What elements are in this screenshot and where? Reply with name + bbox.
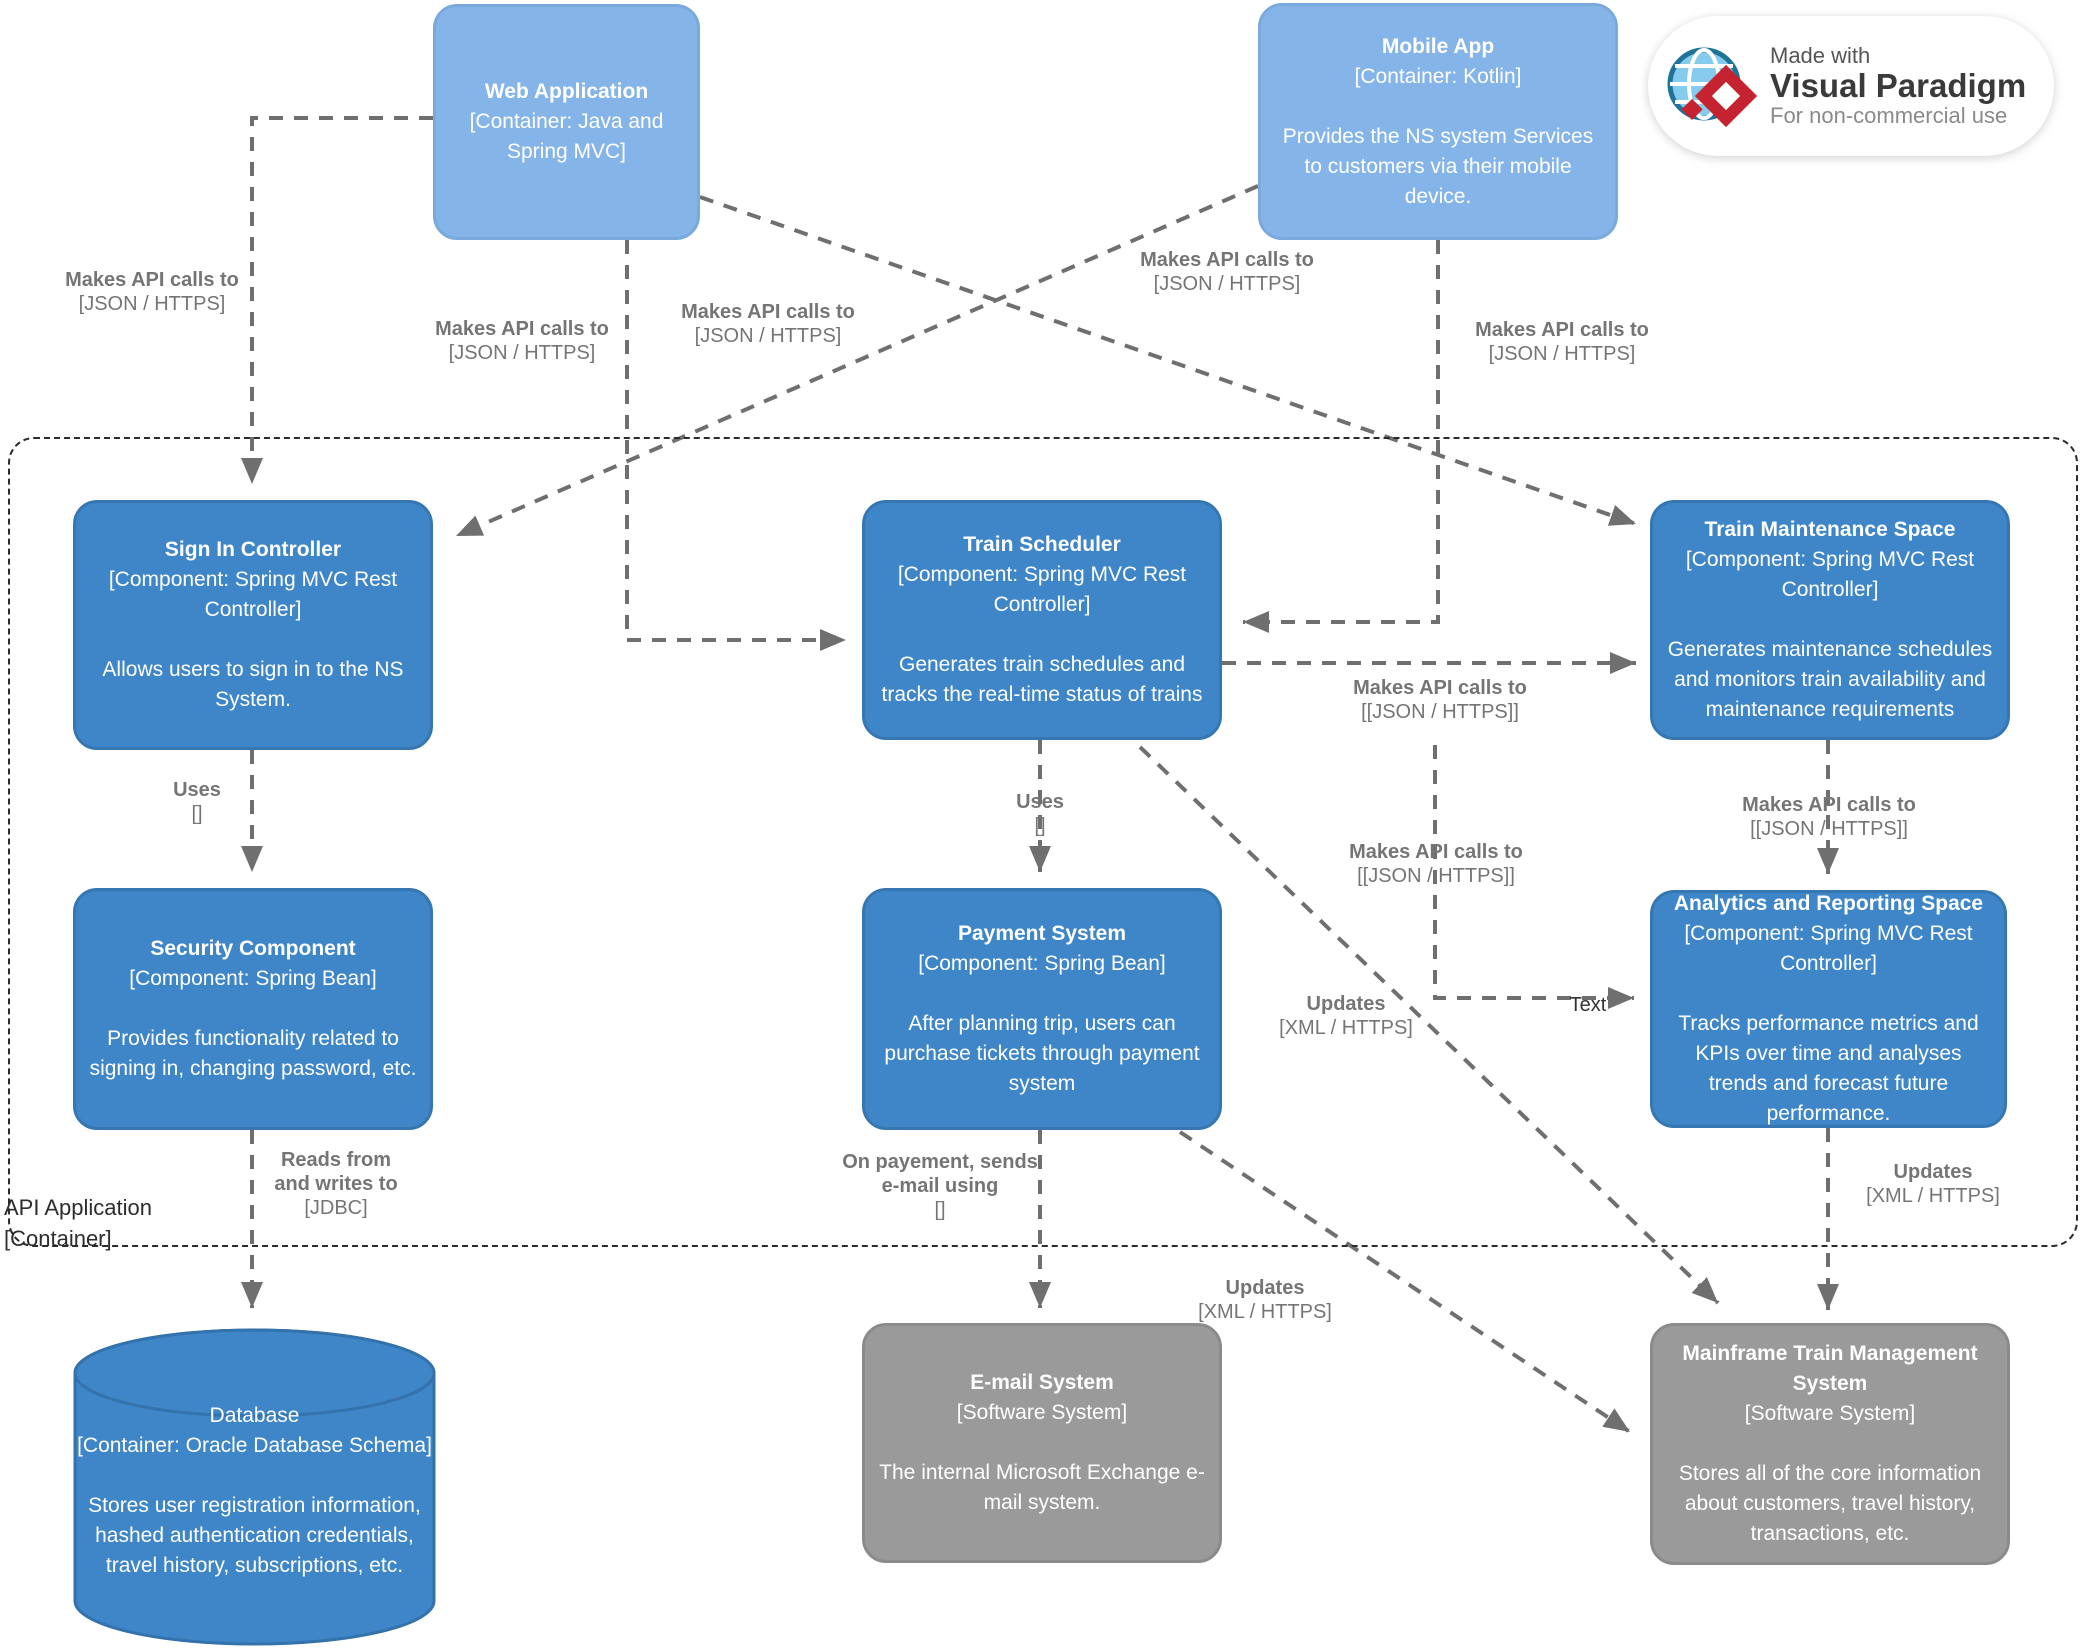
node-security-component-desc: Provides functionality related to signin… [89,1027,417,1080]
node-mainframe-train-management-title: Mainframe Train Management System [1682,1342,1978,1395]
edge-mobile-app-to-sign-in-controller [455,184,1259,538]
node-mobile-app-sub: [Container: Kotlin] [1354,64,1522,88]
node-analytics-reporting-space-desc: Tracks performance metrics and KPIs over… [1678,1012,1979,1125]
node-analytics-reporting-space-sub: [Component: Spring MVC Rest Controller] [1684,922,1973,975]
edge-label-analytics-reporting-space-to-mainframe-train-management: Updates[XML / HTTPS] [1866,1161,2000,1207]
node-analytics-reporting-space[interactable]: Analytics and Reporting Space [Component:… [1650,890,2007,1128]
boundary-type: [Container] [4,1226,112,1251]
node-train-maintenance-space-desc: Generates maintenance schedules and moni… [1667,638,1993,721]
boundary-name: API Application [4,1195,152,1220]
edge-mobile-app-to-train-scheduler [1243,240,1440,633]
node-email-system-title: E-mail System [970,1371,1114,1394]
node-email-system[interactable]: E-mail System [Software System] The intern… [862,1323,1222,1563]
node-train-scheduler-desc: Generates train schedules and tracks the… [881,653,1203,706]
edge-label-payment-system-to-mainframe-train-management: Updates[XML / HTTPS] [1198,1277,1332,1323]
edge-web-app-to-train-scheduler [625,240,846,651]
edge-web-app-to-train-maintenance-space [699,195,1637,526]
node-payment-system[interactable]: Payment System [Component: Spring Bean] Af… [862,888,1222,1130]
visual-paradigm-badge[interactable]: Made with Visual Paradigm For non-commer… [1648,16,2054,156]
node-train-maintenance-space[interactable]: Train Maintenance Space [Component: Sprin… [1650,500,2010,740]
node-database-desc: Stores user registration information, ha… [88,1494,421,1577]
node-web-app[interactable]: Web Application [Container: Java and Spri… [433,4,700,240]
edge-label-train-scheduler-to-mainframe-train-management: Updates[XML / HTTPS] [1279,993,1413,1039]
edge-train-scheduler-to-mainframe-train-management [1138,745,1720,1305]
edge-train-scheduler-to-analytics-reporting-space [1433,745,1634,1009]
edge-label-train-scheduler-to-analytics-reporting-space: Makes API calls to[[JSON / HTTPS]] [1349,841,1523,887]
node-train-scheduler-sub: [Component: Spring MVC Rest Controller] [897,563,1187,616]
node-train-scheduler-title: Train Scheduler [963,533,1121,556]
node-analytics-reporting-space-title: Analytics and Reporting Space [1673,892,1984,915]
badge-made-with: Made with [1770,43,1871,68]
node-mobile-app-desc: Provides the NS system Services to custo… [1282,124,1594,208]
node-mobile-app[interactable]: Mobile App [Container: Kotlin] Provides th… [1258,3,1618,240]
node-database-sub: [Container: Oracle Database Schema] [77,1434,432,1457]
node-mainframe-train-management[interactable]: Mainframe Train Management System [Softwa… [1650,1323,2010,1565]
node-web-app-title: Web Application [484,80,649,103]
node-security-component-title: Security Component [150,937,356,960]
edge-label-web-app-to-train-maintenance-space: Makes API calls to[JSON / HTTPS] [1140,249,1314,295]
visual-paradigm-logo-icon [1667,47,1758,128]
node-database-title: Database [209,1404,300,1427]
node-email-system-sub: [Software System] [956,1401,1128,1424]
node-mainframe-train-management-desc: Stores all of the core information about… [1678,1462,1982,1545]
edge-label-train-scheduler-to-train-maintenance-space: Makes API calls to[[JSON / HTTPS]] [1353,677,1527,723]
node-security-component[interactable]: Security Component [Component: Spring Bea… [73,888,433,1130]
node-payment-system-desc: After planning trip, users can purchase … [884,1012,1200,1095]
database-cylinder-shape [73,1328,436,1646]
node-train-maintenance-space-sub: [Component: Spring MVC Rest Controller] [1685,548,1975,601]
badge-brand: Visual Paradigm [1770,67,2027,104]
badge-note: For non-commercial use [1770,103,2008,128]
annotation-text: Text [1569,994,1607,1016]
node-web-app-sub: [Container: Java and Spring MVC] [469,110,664,163]
node-sign-in-controller[interactable]: Sign In Controller [Component: Spring MVC… [73,500,433,750]
node-database[interactable]: Database [Container: Oracle Database Sche… [72,1327,437,1648]
edge-web-app-to-sign-in-controller [241,116,433,484]
node-payment-system-title: Payment System [957,922,1127,945]
edge-payment-system-to-mainframe-train-management [1178,1130,1632,1434]
edge-label-mobile-app-to-train-scheduler: Makes API calls to[JSON / HTTPS] [1475,319,1649,365]
node-payment-system-sub: [Component: Spring Bean] [918,952,1166,975]
edge-label-web-app-to-train-scheduler: Makes API calls to[JSON / HTTPS] [435,318,609,364]
node-sign-in-controller-sub: [Component: Spring MVC Rest Controller] [108,568,398,621]
node-train-maintenance-space-title: Train Maintenance Space [1704,518,1956,541]
node-sign-in-controller-title: Sign In Controller [164,538,342,561]
node-sign-in-controller-desc: Allows users to sign in to the NS System… [102,658,404,711]
boundary-label: API Application [Container] [4,1192,152,1254]
edge-label-train-scheduler-to-payment-system: Uses[] [1016,791,1064,837]
edge-label-mobile-app-to-sign-in-controller: Makes API calls to[JSON / HTTPS] [681,301,855,347]
edge-label-sign-in-controller-to-security-component: Uses[] [173,779,221,825]
node-train-scheduler[interactable]: Train Scheduler [Component: Spring MVC Re… [862,500,1222,740]
node-mainframe-train-management-sub: [Software System] [1744,1402,1916,1425]
node-email-system-desc: The internal Microsoft Exchange e-mail s… [879,1461,1205,1514]
api-application-boundary [8,437,2078,1247]
node-mobile-app-title: Mobile App [1381,34,1495,58]
edge-label-web-app-to-sign-in-controller: Makes API calls to[JSON / HTTPS] [65,269,239,315]
edge-label-train-maintenance-space-to-analytics-reporting-space: Makes API calls to[[JSON / HTTPS]] [1742,794,1916,840]
node-security-component-sub: [Component: Spring Bean] [129,967,377,990]
